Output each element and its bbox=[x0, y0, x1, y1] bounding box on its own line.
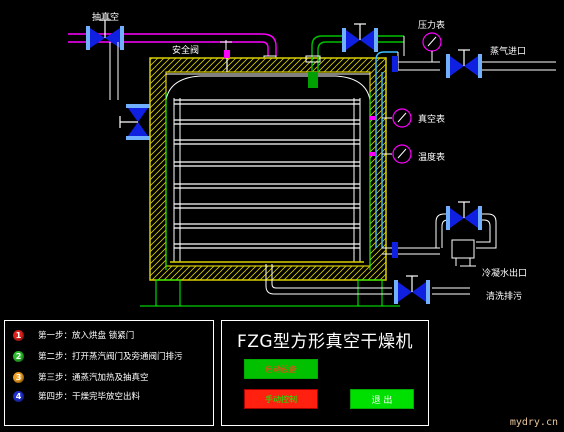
control-panel: FZG型方形真空干燥机 启动设备 手动控制 退 出 bbox=[221, 320, 429, 426]
step-2-badge: 2 bbox=[13, 350, 24, 362]
label-safety-valve: 安全阀 bbox=[172, 46, 200, 56]
label-drain: 清洗排污 bbox=[486, 292, 523, 302]
panel-title: FZG型方形真空干燥机 bbox=[236, 332, 414, 352]
step-1-text: 第一步：放入烘盘 锁紧门 bbox=[38, 331, 135, 341]
drain-valve[interactable] bbox=[394, 275, 430, 304]
steam-pipe-side bbox=[375, 36, 440, 248]
steam-inlet-valve[interactable] bbox=[446, 49, 556, 78]
step-4-text: 第四步：干燥完毕放空出料 bbox=[38, 392, 141, 402]
inner-frame bbox=[165, 75, 371, 270]
label-steam-inlet: 蒸气进口 bbox=[490, 47, 527, 57]
step-4-badge: 4 bbox=[13, 390, 24, 402]
label-condensate-outlet: 冷凝水出口 bbox=[482, 269, 528, 279]
label-vacuum-gauge: 真空表 bbox=[418, 115, 446, 125]
condensate-valve[interactable] bbox=[446, 201, 482, 230]
step-2: 2 第二步：打开蒸汽阀门及旁通阀门排污 bbox=[13, 349, 183, 363]
start-button[interactable]: 启动设备 bbox=[244, 359, 318, 379]
step-2-text: 第二步：打开蒸汽阀门及旁通阀门排污 bbox=[38, 352, 183, 362]
steps-panel: 1 第一步：放入烘盘 锁紧门 2 第二步：打开蒸汽阀门及旁通阀门排污 3 第三步… bbox=[4, 320, 214, 426]
steam-valve-top[interactable] bbox=[342, 23, 378, 52]
drying-trays bbox=[170, 98, 364, 263]
step-3-badge: 3 bbox=[13, 371, 24, 383]
label-vacuum-pump: 抽真空 bbox=[92, 13, 120, 23]
side-valve[interactable] bbox=[119, 104, 150, 140]
vacuum-gauge bbox=[370, 108, 412, 128]
temperature-gauge bbox=[370, 144, 412, 164]
vacuum-valve[interactable] bbox=[86, 19, 124, 50]
label-pressure-gauge: 压力表 bbox=[418, 21, 446, 31]
pressure-gauge bbox=[422, 32, 442, 62]
manual-control-button[interactable]: 手动控制 bbox=[244, 389, 318, 409]
watermark: mydry.cn bbox=[509, 417, 558, 428]
step-4: 4 第四步：干燥完毕放空出料 bbox=[13, 389, 140, 403]
chamber-legs bbox=[140, 279, 400, 307]
drain-pipe bbox=[265, 264, 470, 295]
exit-button[interactable]: 退 出 bbox=[350, 389, 414, 409]
step-3-text: 第三步：通蒸汽加热及抽真空 bbox=[38, 373, 149, 383]
steam-pipe-top bbox=[305, 35, 404, 88]
step-1: 1 第一步：放入烘盘 锁紧门 bbox=[13, 328, 134, 342]
dryer-chamber bbox=[149, 57, 387, 281]
safety-valve[interactable] bbox=[220, 40, 232, 72]
step-1-badge: 1 bbox=[13, 329, 24, 341]
step-3: 3 第三步：通蒸汽加热及抽真空 bbox=[13, 370, 149, 384]
label-temperature-gauge: 温度表 bbox=[418, 153, 446, 163]
